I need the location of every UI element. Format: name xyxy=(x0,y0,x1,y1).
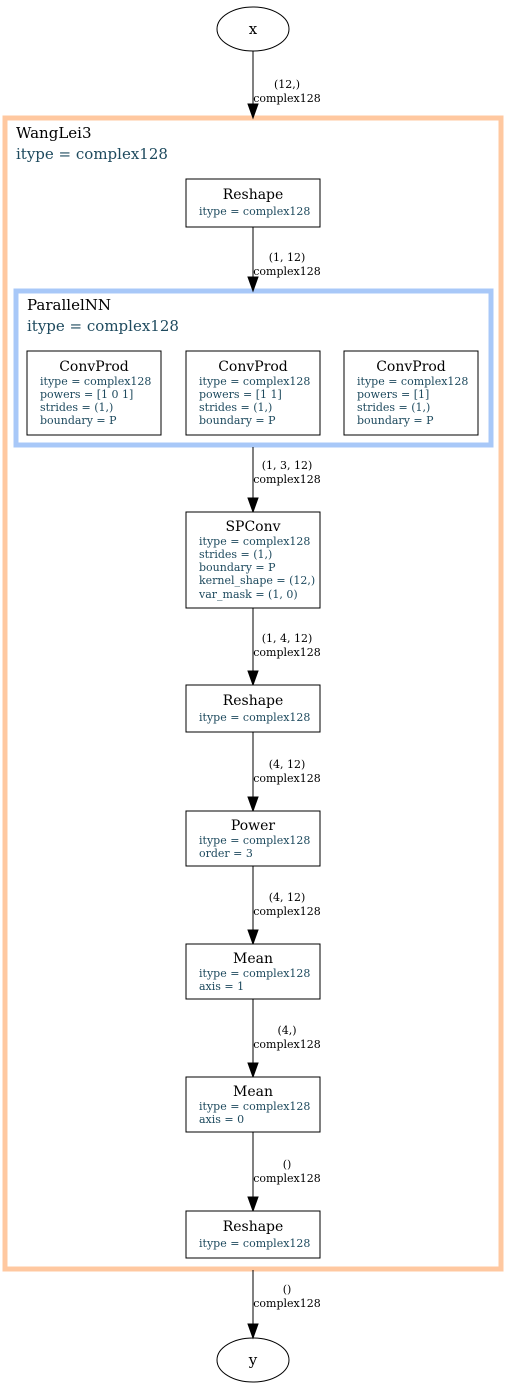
cluster-parallelnn-title: ParallelNN xyxy=(27,296,111,314)
node-convprod-3: ConvProd itype = complex128 powers = [1]… xyxy=(343,350,479,436)
cluster-parallelnn-itype: itype = complex128 xyxy=(27,317,179,335)
edges: (12,) complex128 (1, 12) complex128 (1, … xyxy=(247,51,321,1340)
node-attr: itype = complex128 xyxy=(199,1100,310,1113)
node-title: Power xyxy=(231,818,276,834)
node-attr: strides = (1,) xyxy=(357,401,430,414)
edge-dtype-label: complex128 xyxy=(253,905,320,918)
node-title: SPConv xyxy=(225,519,280,535)
node-attr: itype = complex128 xyxy=(199,711,310,724)
edge-shape-label: (4, 12) xyxy=(269,891,306,904)
node-title: ConvProd xyxy=(59,359,129,375)
node-title: Mean xyxy=(233,1084,273,1100)
edge-arrowhead xyxy=(247,103,259,120)
node-attr: itype = complex128 xyxy=(199,535,310,548)
edge-shape-label: () xyxy=(283,1158,292,1171)
node-attr: powers = [1 1] xyxy=(199,388,282,401)
node-box xyxy=(185,943,321,1000)
node-box xyxy=(26,350,162,436)
node-title: Mean xyxy=(233,951,273,967)
node-convprod-2: ConvProd itype = complex128 powers = [1 … xyxy=(185,350,321,436)
node-attr: var_mask = (1, 0) xyxy=(198,588,298,601)
node-attr: axis = 1 xyxy=(199,980,244,993)
edge-dtype-label: complex128 xyxy=(253,92,320,105)
node-attr: strides = (1,) xyxy=(199,401,272,414)
edge-shape-label: (1, 12) xyxy=(269,251,306,264)
edge-shape-label: (12,) xyxy=(274,78,300,91)
output-label: y xyxy=(248,1351,258,1369)
node-box xyxy=(185,350,321,436)
node-attr: itype = complex128 xyxy=(357,375,468,388)
node-power: Power itype = complex128 order = 3 xyxy=(185,810,321,867)
node-mean-2: Mean itype = complex128 axis = 0 xyxy=(185,1076,321,1133)
node-attr: itype = complex128 xyxy=(40,375,151,388)
edge-shape-label: () xyxy=(283,1283,292,1296)
edge-shape-label: (1, 3, 12) xyxy=(262,459,313,472)
edge-dtype-label: complex128 xyxy=(253,772,320,785)
node-attr: itype = complex128 xyxy=(199,205,310,218)
node-reshape-3: Reshape itype = complex128 xyxy=(185,1210,321,1259)
edge-shape-label: (1, 4, 12) xyxy=(262,632,313,645)
node-reshape-2: Reshape itype = complex128 xyxy=(185,684,321,733)
node-box xyxy=(185,1210,321,1259)
node-box xyxy=(185,1076,321,1133)
edge-arrowhead xyxy=(247,929,259,946)
edge-dtype-label: complex128 xyxy=(253,646,320,659)
edge-arrowhead xyxy=(247,1062,259,1079)
edge-arrowhead xyxy=(247,796,259,813)
node-attr: itype = complex128 xyxy=(199,375,310,388)
node-box xyxy=(185,810,321,867)
node-attr: itype = complex128 xyxy=(199,1237,310,1250)
node-attr: powers = [1] xyxy=(357,388,429,401)
edge-dtype-label: complex128 xyxy=(253,265,320,278)
edge-dtype-label: complex128 xyxy=(253,473,320,486)
input-label: x xyxy=(249,20,258,38)
edge-dtype-label: complex128 xyxy=(253,1172,320,1185)
node-attr: powers = [1 0 1] xyxy=(40,388,133,401)
node-attr: order = 3 xyxy=(199,847,253,860)
node-attr: boundary = P xyxy=(40,414,117,427)
node-mean-1: Mean itype = complex128 axis = 1 xyxy=(185,943,321,1000)
output-node: y xyxy=(216,1337,290,1383)
node-attr: strides = (1,) xyxy=(40,401,113,414)
cluster-wanglei3-title: WangLei3 xyxy=(16,124,92,142)
node-attr: itype = complex128 xyxy=(199,967,310,980)
edge-arrowhead xyxy=(247,276,259,293)
cluster-wanglei3-itype: itype = complex128 xyxy=(16,145,168,163)
node-attr: strides = (1,) xyxy=(199,548,272,561)
edge-arrowhead xyxy=(247,670,259,687)
node-attr: boundary = P xyxy=(199,414,276,427)
node-title: Reshape xyxy=(223,187,284,203)
node-attr: boundary = P xyxy=(199,561,276,574)
edge-dtype-label: complex128 xyxy=(253,1297,320,1310)
edge-shape-label: (4, 12) xyxy=(269,758,306,771)
edge-arrowhead xyxy=(247,497,259,514)
edge-shape-label: (4,) xyxy=(277,1024,296,1037)
node-box xyxy=(343,350,479,436)
node-box xyxy=(185,684,321,733)
node-title: ConvProd xyxy=(218,359,288,375)
node-title: ConvProd xyxy=(376,359,446,375)
node-convprod-1: ConvProd itype = complex128 powers = [1 … xyxy=(26,350,162,436)
node-attr: boundary = P xyxy=(357,414,434,427)
node-attr: itype = complex128 xyxy=(199,834,310,847)
edge-arrowhead xyxy=(247,1323,259,1340)
node-title: Reshape xyxy=(223,693,284,709)
node-box xyxy=(185,178,321,228)
node-box xyxy=(185,511,321,609)
node-title: Reshape xyxy=(223,1219,284,1235)
node-attr: axis = 0 xyxy=(199,1113,244,1126)
node-attr: kernel_shape = (12,) xyxy=(199,574,315,587)
node-spconv: SPConv itype = complex128 strides = (1,)… xyxy=(185,511,321,609)
input-node: x xyxy=(216,6,290,52)
edge-arrowhead xyxy=(247,1196,259,1213)
edge-dtype-label: complex128 xyxy=(253,1038,320,1051)
node-reshape-1: Reshape itype = complex128 xyxy=(185,178,321,228)
